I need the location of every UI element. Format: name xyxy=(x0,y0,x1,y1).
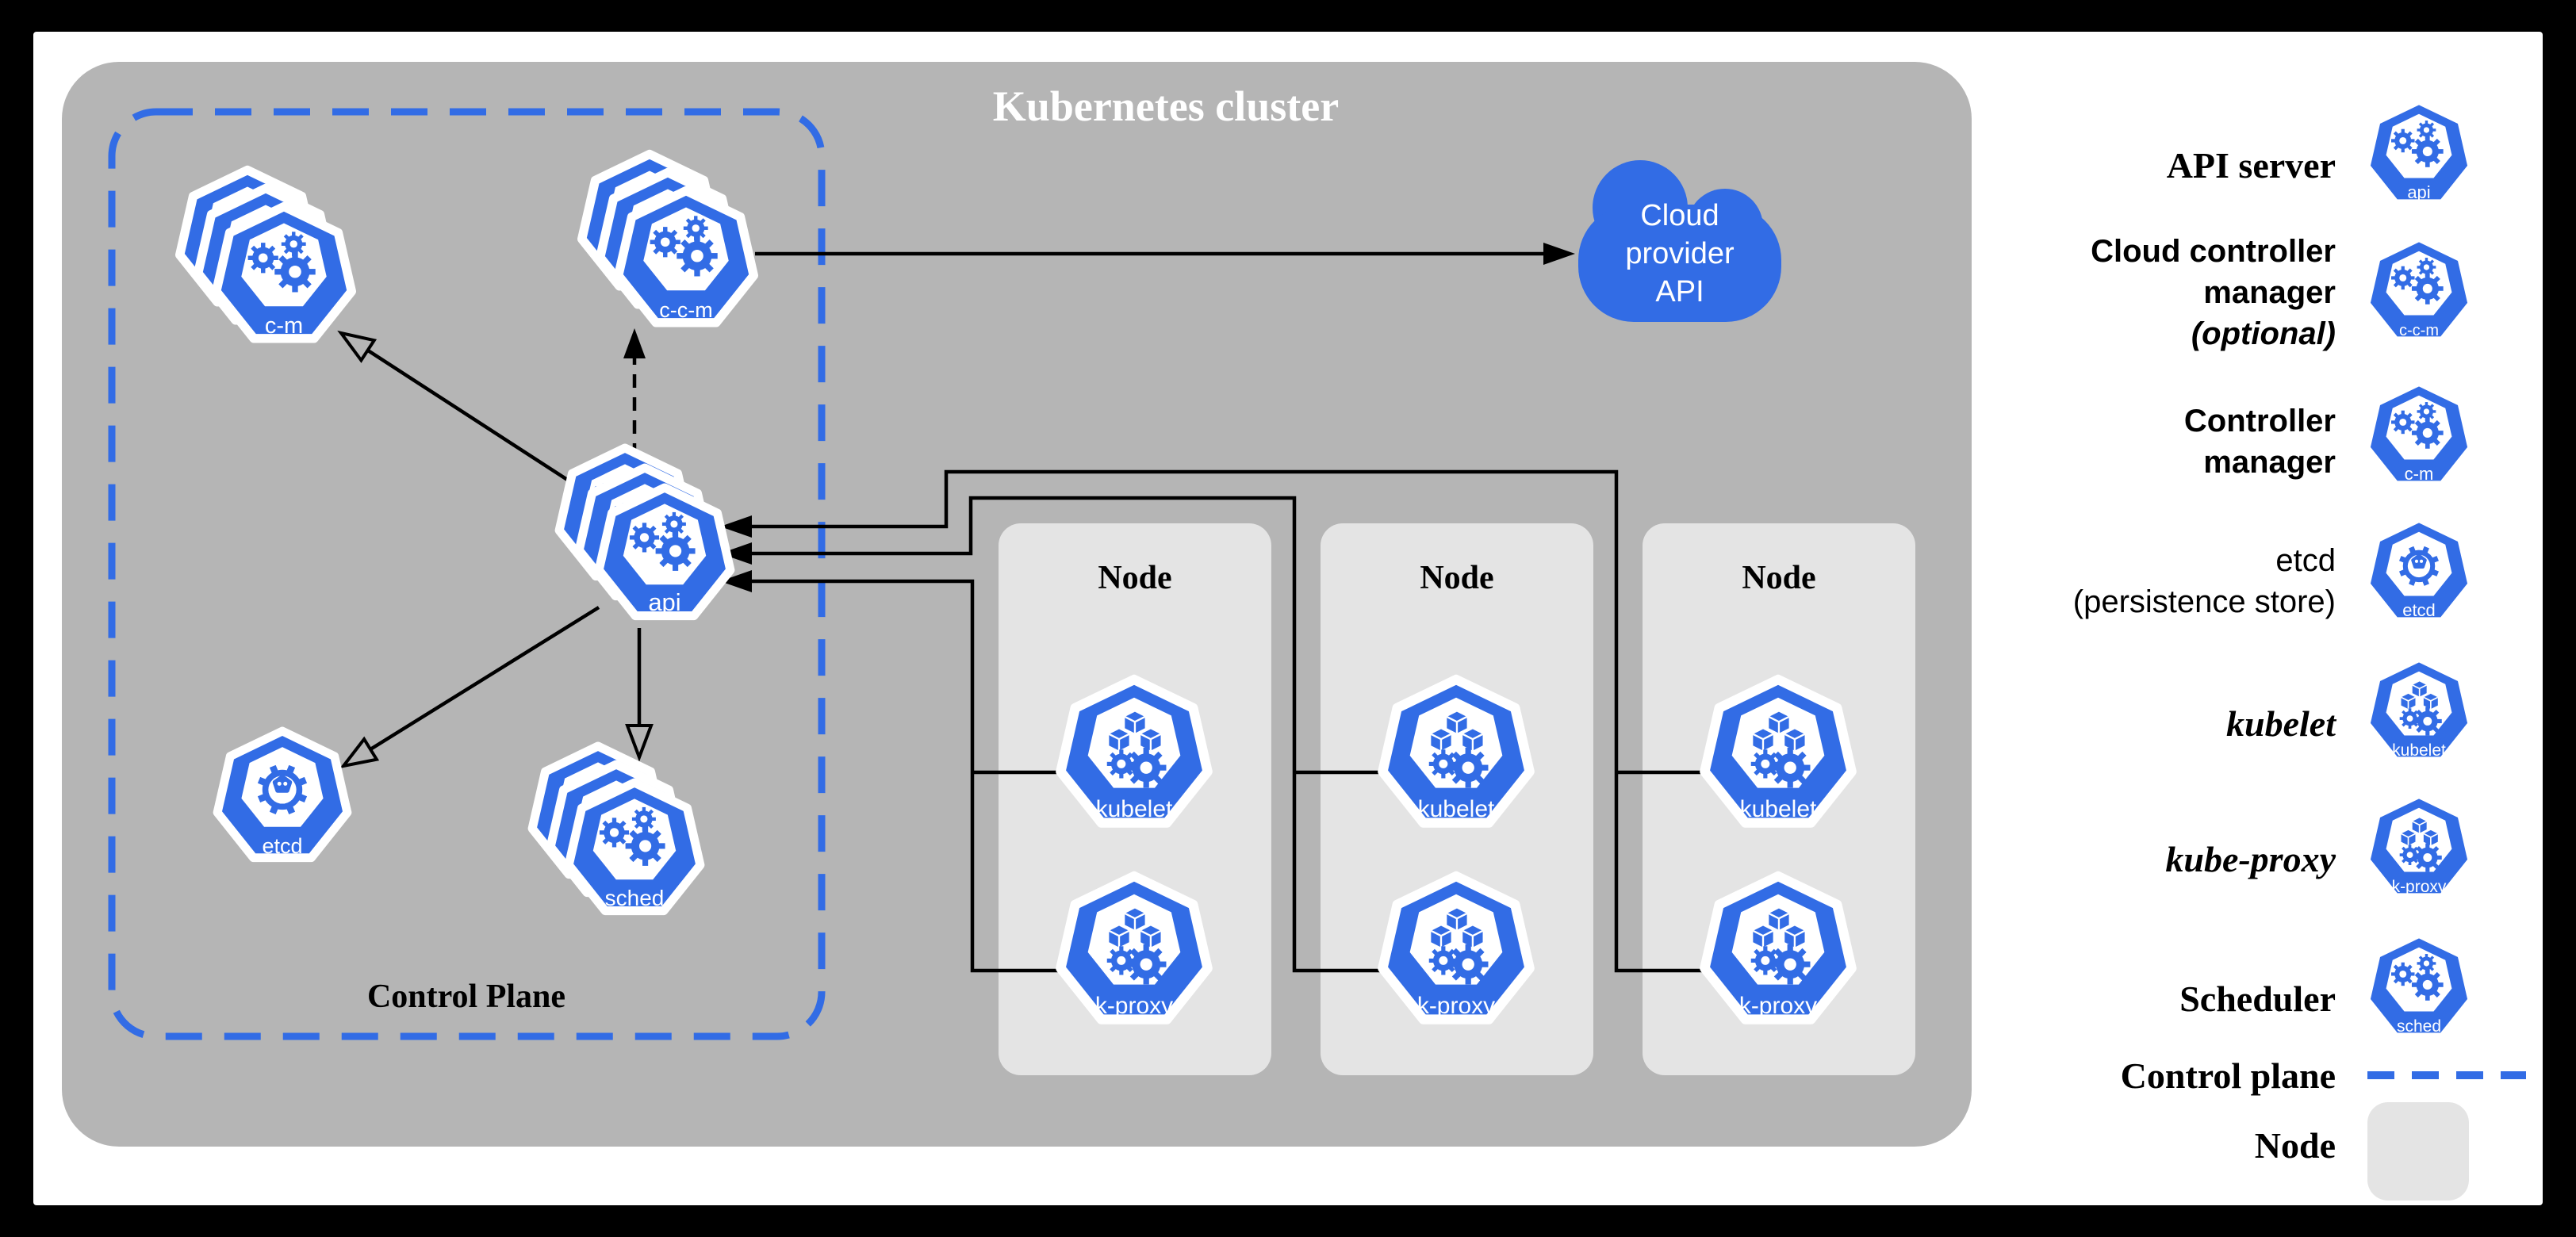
node3-title: Node xyxy=(1742,560,1815,596)
etcd-icon-label: etcd xyxy=(262,834,302,858)
api-icon-label: api xyxy=(648,588,680,616)
node2-title: Node xyxy=(1420,560,1493,596)
api-arrowhead-middle xyxy=(720,542,752,565)
legend-etcd-icon: etcd xyxy=(2367,519,2471,621)
cm-icon-label: c-m xyxy=(2405,464,2434,484)
etcd-icon-label: etcd xyxy=(2402,600,2436,620)
kproxy-icon-label: k-proxy xyxy=(1739,993,1817,1019)
kproxy-icon-node2: k-proxy xyxy=(1382,876,1529,1020)
ccm-icon: c-c-m xyxy=(582,155,754,323)
cloud-label-line2: provider xyxy=(1625,237,1735,270)
cm-icon: c-m xyxy=(180,170,352,339)
legend-kproxy-icon: k-proxy xyxy=(2367,795,2471,897)
cm-open-arrowhead xyxy=(337,330,378,363)
ccm-icon-label: c-c-m xyxy=(2399,322,2439,339)
node1-title: Node xyxy=(1098,560,1171,596)
legend-ccm-label-line1: Cloud controller xyxy=(2091,234,2336,269)
etcd-open-arrowhead xyxy=(339,736,380,768)
legend-cm-label-line2: manager xyxy=(2203,445,2336,480)
ccm-icon-label: c-c-m xyxy=(659,298,712,322)
api-server-icon: api xyxy=(559,448,730,616)
kproxy-icon-label: k-proxy xyxy=(2392,878,2447,896)
legend-sched-icon: sched xyxy=(2367,935,2471,1036)
kproxy-icon-label: k-proxy xyxy=(1417,993,1495,1019)
legend-etcd-label-line2: (persistence store) xyxy=(2073,584,2336,619)
legend-cm-label-line1: Controller xyxy=(2184,404,2336,439)
sched-icon-label: sched xyxy=(2397,1017,2441,1036)
node3-to-api-line xyxy=(749,469,1735,973)
legend-scheduler-label: Scheduler xyxy=(2179,978,2336,1019)
kubelet-icon-label: kubelet xyxy=(1740,796,1817,822)
cm-icon-label: c-m xyxy=(265,313,303,339)
kubelet-icon-node1: kubelet xyxy=(1060,680,1207,823)
sched-icon-label: sched xyxy=(605,886,665,910)
legend: API server api Cloud controller manager … xyxy=(2073,101,2526,1201)
legend-ccm-icon: c-c-m xyxy=(2367,239,2471,340)
connector-lines xyxy=(337,243,1735,973)
legend-etcd-label-line1: etcd xyxy=(2275,543,2336,578)
node2-to-api-line xyxy=(749,496,1413,973)
kubelet-icon-label: kubelet xyxy=(1418,796,1495,822)
sched-open-arrowhead xyxy=(625,724,654,762)
kproxy-icon-node3: k-proxy xyxy=(1704,876,1851,1020)
legend-ccm-label-line2: manager xyxy=(2203,275,2336,310)
legend-ccm-label-line3: (optional) xyxy=(2191,316,2336,351)
sched-icon: sched xyxy=(532,746,700,911)
ccm-arrowhead xyxy=(623,328,646,358)
cloud-provider-api: Cloud provider API xyxy=(1578,160,1781,322)
control-plane-box xyxy=(108,108,826,1040)
api-to-etcd-line xyxy=(369,606,600,751)
api-arrowhead-bottom xyxy=(720,570,752,592)
legend-control-plane-label: Control plane xyxy=(2121,1055,2336,1096)
kubelet-icon-label: kubelet xyxy=(1096,796,1173,822)
api-icon-label: api xyxy=(2407,182,2430,202)
legend-node-label: Node xyxy=(2255,1125,2336,1166)
kproxy-icon-label: k-proxy xyxy=(1095,993,1173,1019)
api-arrowhead-top xyxy=(720,515,752,538)
cloud-icon xyxy=(1578,205,1781,322)
cloud-arrowhead xyxy=(1543,243,1575,265)
cluster-title: Kubernetes cluster xyxy=(993,82,1339,130)
legend-api-icon: api xyxy=(2367,101,2471,203)
etcd-icon: etcd xyxy=(217,731,347,858)
api-to-cm-line xyxy=(366,349,602,503)
kubelet-icon-label: kubelet xyxy=(2392,741,2446,760)
legend-cm-icon: c-m xyxy=(2367,383,2471,484)
legend-kube-proxy-label: kube-proxy xyxy=(2165,839,2336,879)
kproxy-icon-node1: k-proxy xyxy=(1060,876,1207,1020)
legend-kubelet-icon: kubelet xyxy=(2367,659,2471,760)
legend-api-server-label: API server xyxy=(2167,145,2336,186)
control-plane-title: Control Plane xyxy=(367,978,565,1015)
node1-to-api-line xyxy=(749,579,1091,973)
node-box-swatch xyxy=(2367,1102,2469,1201)
kubelet-icon-node2: kubelet xyxy=(1382,680,1529,823)
cloud-label-line1: Cloud xyxy=(1640,199,1719,232)
legend-kubelet-label: kubelet xyxy=(2226,703,2336,744)
cloud-label-line3: API xyxy=(1655,275,1704,308)
kubelet-icon-node3: kubelet xyxy=(1704,680,1851,823)
